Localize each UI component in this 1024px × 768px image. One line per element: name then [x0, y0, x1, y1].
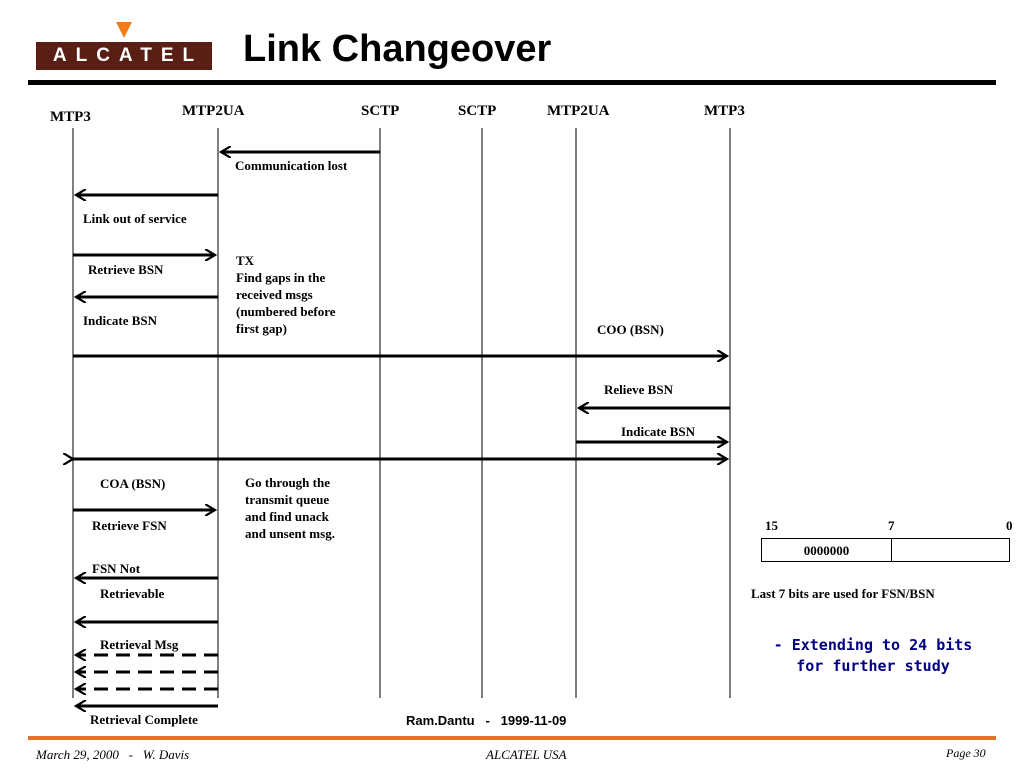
extension-note: - Extending to 24 bits for further study: [773, 636, 973, 675]
label-communication-lost: Communication lost: [235, 158, 348, 173]
label-indicate-bsn-left: Indicate BSN: [83, 313, 158, 328]
note-tx-find-gaps: TX Find gaps in the received msgs (numbe…: [236, 253, 336, 336]
bit-field-caption: Last 7 bits are used for FSN/BSN: [751, 586, 935, 601]
label-retrieve-bsn: Retrieve BSN: [88, 262, 164, 277]
author-signature: Ram.Dantu - 1999-11-09: [406, 713, 567, 728]
label-retrievable: Retrievable: [100, 586, 165, 601]
bit-label-0: 0: [1006, 518, 1013, 533]
logo-accent-icon: [116, 22, 132, 38]
column-sctp-left: SCTP: [361, 103, 400, 119]
note-transmit-queue: Go through the transmit queue and find u…: [245, 475, 335, 541]
label-coo-bsn: COO (BSN): [597, 322, 664, 337]
alcatel-logo: ALCATEL: [36, 42, 212, 70]
label-retrieval-complete: Retrieval Complete: [90, 712, 198, 727]
label-link-out-of-service: Link out of service: [83, 211, 187, 226]
label-indicate-bsn-right: Indicate BSN: [621, 424, 696, 439]
bit-field-empty-cell: [892, 539, 1009, 561]
column-mtp2ua-right: MTP2UA: [547, 103, 610, 119]
label-fsn-not: FSN Not: [92, 561, 141, 576]
label-retrieval-msg: Retrieval Msg: [100, 637, 179, 652]
label-coa-bsn: COA (BSN): [100, 476, 166, 491]
label-retrieve-fsn: Retrieve FSN: [92, 518, 167, 533]
bit-field-value: 0000000: [762, 539, 892, 561]
bit-field-box: 0000000: [761, 538, 1010, 562]
footer-company: ALCATEL USA: [486, 747, 567, 762]
footer-divider: [28, 736, 996, 740]
bit-label-15: 15: [765, 518, 778, 533]
bit-label-7: 7: [888, 518, 895, 533]
footer-page-number: Page 30: [946, 746, 986, 760]
header-divider: [28, 80, 996, 85]
column-mtp2ua-left: MTP2UA: [182, 103, 245, 119]
column-sctp-right: SCTP: [458, 103, 497, 119]
column-mtp3-right: MTP3: [704, 103, 745, 119]
column-mtp3-left: MTP3: [50, 109, 91, 125]
footer-date-author: March 29, 2000 - W. Davis: [36, 747, 190, 762]
label-relieve-bsn: Relieve BSN: [604, 382, 673, 397]
page-title: Link Changeover: [243, 28, 552, 70]
